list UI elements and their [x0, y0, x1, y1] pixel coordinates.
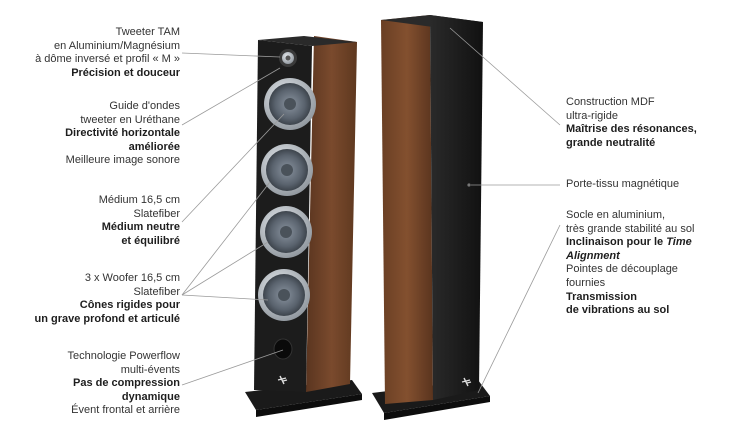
woofer-driver-3: [258, 269, 310, 321]
callout-woofer: 3 x Woofer 16,5 cm Slatefiber Cônes rigi…: [0, 272, 180, 326]
woofer-line-1: 3 x Woofer 16,5 cm: [84, 272, 180, 284]
powerflow-line-4: dynamique: [121, 390, 180, 403]
medium-line-4: et équilibré: [121, 234, 180, 247]
base-line-6: fournies: [566, 276, 606, 289]
tweeter-line-1: Tweeter TAM: [115, 26, 180, 38]
powerflow-line-1: Technologie Powerflow: [67, 350, 180, 362]
powerflow-line-3: Pas de compression: [73, 377, 180, 390]
base-line-3a: Inclinaison pour le: [566, 236, 667, 249]
grille-magnet-dot: [467, 183, 471, 187]
base-line-5: Pointes de découplage: [566, 263, 678, 276]
waveguide-line-3: Directivité horizontale: [65, 127, 180, 140]
left-speaker: [245, 36, 362, 417]
woofer-driver-2: [260, 206, 312, 258]
waveguide-line-5: Meilleure image sonore: [65, 154, 180, 167]
medium-line-3: Médium neutre: [101, 221, 180, 234]
mdf-line-4: grande neutralité: [566, 136, 656, 149]
callout-tweeter: Tweeter TAM en Aluminium/Magnésium à dôm…: [0, 26, 180, 80]
powerflow-line-2: multi-évents: [120, 363, 180, 376]
right-speaker-side-panel: [381, 15, 433, 404]
mdf-line-2: ultra-rigide: [566, 109, 618, 122]
base-line-8: de vibrations au sol: [566, 304, 670, 317]
focal-logo-icon: [461, 377, 472, 387]
tweeter-line-3: à dôme inversé et profil « M »: [35, 53, 180, 66]
midrange-driver: [264, 78, 316, 130]
leader-lines: [181, 27, 561, 394]
base-line-1: Socle en aluminium,: [566, 209, 666, 221]
woofer-line-3: Cônes rigides pour: [79, 299, 180, 312]
medium-line-2: Slatefiber: [133, 207, 180, 220]
callout-grille: Porte-tissu magnétique: [566, 178, 730, 192]
mdf-line-3: Maîtrise des résonances,: [566, 123, 697, 136]
callout-mdf: Construction MDF ultra-rigide Maîtrise d…: [566, 96, 730, 150]
powerflow-line-5: Évent frontal et arrière: [71, 404, 180, 417]
medium-line-1: Médium 16,5 cm: [98, 194, 180, 206]
tweeter-line-2: en Aluminium/Magnésium: [54, 39, 180, 52]
grille-panel: [430, 15, 483, 400]
tweeter: [279, 49, 297, 67]
waveguide-line-2: tweeter en Uréthane: [80, 113, 180, 126]
left-speaker-side-panel: [306, 36, 357, 392]
tweeter-line-4: Précision et douceur: [71, 66, 180, 79]
woofer-driver-1: [261, 144, 313, 196]
base-line-3: Inclinaison pour le Time: [566, 236, 730, 250]
callout-waveguide: Guide d'ondes tweeter en Uréthane Direct…: [0, 100, 180, 168]
callout-base: Socle en aluminium, très grande stabilit…: [566, 209, 730, 318]
left-speaker-base: [245, 380, 362, 410]
bass-port: [273, 338, 293, 360]
callout-medium: Médium 16,5 cm Slatefiber Médium neutre …: [0, 194, 180, 248]
mdf-line-1: Construction MDF: [566, 96, 655, 108]
base-line-4: Alignment: [566, 249, 620, 262]
base-line-2: très grande stabilité au sol: [566, 222, 695, 235]
base-line-7: Transmission: [566, 290, 637, 303]
focal-logo-icon: [277, 375, 288, 385]
waveguide-line-1: Guide d'ondes: [109, 100, 180, 112]
grille-line-1: Porte-tissu magnétique: [566, 178, 680, 190]
callout-powerflow: Technologie Powerflow multi-évents Pas d…: [0, 350, 180, 418]
right-speaker: [372, 15, 490, 420]
woofer-line-2: Slatefiber: [133, 285, 180, 298]
base-line-3b: Time: [666, 236, 692, 249]
waveguide-line-4: améliorée: [128, 140, 180, 153]
woofer-line-4: un grave profond et articulé: [34, 312, 180, 325]
